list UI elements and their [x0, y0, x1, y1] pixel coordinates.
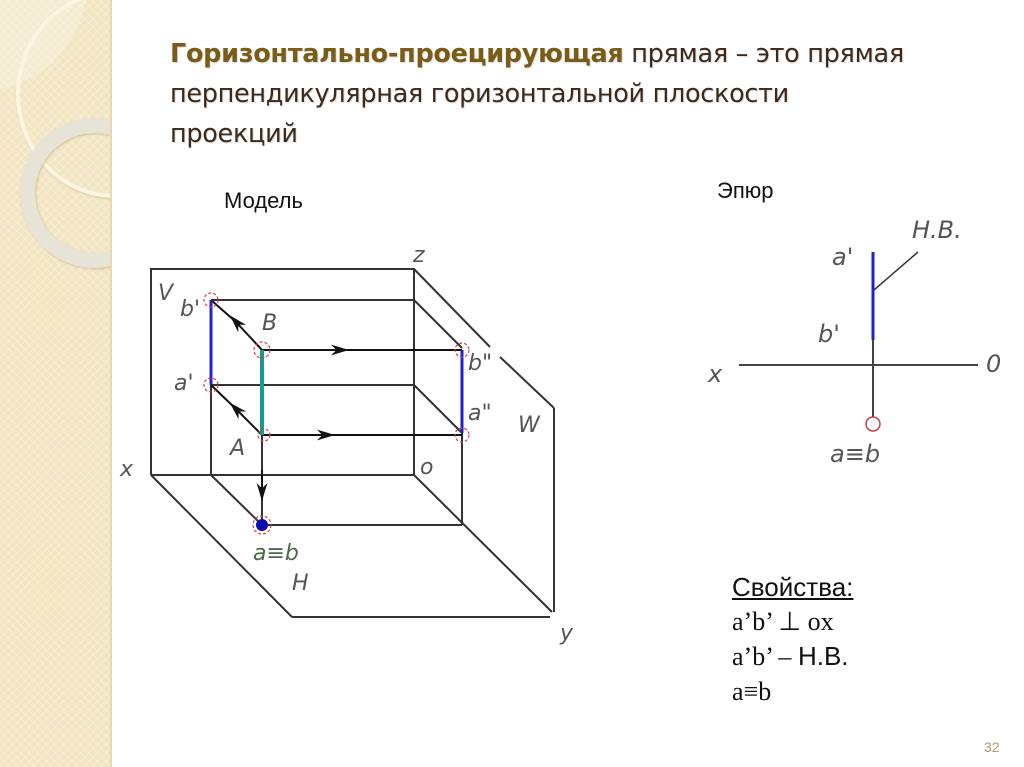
label-A: A [228, 436, 245, 461]
epure-label-a-eq-b: a≡b [830, 440, 880, 468]
epure-labels: Н.В. a' b' x 0 a≡b [707, 216, 1001, 468]
title-term: Горизонтально-проецирующая [170, 39, 624, 69]
horizontal-projection-point [256, 519, 268, 531]
label-b-prime: b' [180, 297, 200, 322]
epure-label-o: 0 [986, 350, 1001, 378]
properties-block: Свойства: a’b’ ⊥ ox a’b’ – Н.В. a≡b [732, 570, 853, 709]
property-true-length-suffix: Н.В. [797, 641, 849, 671]
property-coincident: a≡b [732, 677, 772, 706]
slide-title: Горизонтально-проецирующая прямая – это … [170, 34, 1010, 154]
label-w: W [518, 413, 541, 438]
property-true-length: a’b’ – Н.В. [732, 639, 853, 674]
model-caption: Модель [224, 188, 303, 213]
label-x: x [119, 457, 134, 482]
side-band-edge [110, 0, 112, 767]
epure-label-x: x [707, 360, 723, 388]
title-line3: проекций [170, 119, 298, 149]
model-planes [150, 268, 555, 618]
projection-arrows [210, 299, 462, 501]
title-line1-rest: прямая – это прямая [623, 39, 904, 69]
label-a-eq-b: a≡b [253, 541, 299, 566]
label-o: o [420, 455, 433, 480]
epure-label-b-prime: b' [818, 320, 840, 348]
properties-heading: Свойства: [732, 572, 854, 602]
epure-label-a-prime: a' [832, 243, 853, 271]
model-labels: z V b' B a' A b" a" W x o a≡b H y [119, 243, 574, 646]
label-B: B [262, 311, 277, 336]
decorative-side-band [0, 0, 110, 767]
epure-label-hv: Н.В. [912, 216, 962, 244]
epure-caption: Эпюр [717, 178, 774, 203]
label-h: H [292, 571, 309, 596]
title-line2: перпендикулярная горизонтальной плоскост… [170, 79, 789, 109]
epure-drawing [739, 251, 978, 432]
label-a-prime: a' [174, 371, 194, 396]
label-z: z [412, 243, 425, 268]
label-v: V [158, 281, 175, 306]
property-true-length-prefix: a’b’ – [732, 642, 798, 671]
page-number: 32 [984, 739, 1000, 755]
label-b-dprime: b" [468, 351, 492, 376]
label-a-dprime: a" [468, 401, 492, 426]
label-y: y [559, 621, 574, 646]
property-perpendicular: a’b’ ⊥ ox [732, 607, 834, 636]
point-markers [203, 292, 470, 535]
